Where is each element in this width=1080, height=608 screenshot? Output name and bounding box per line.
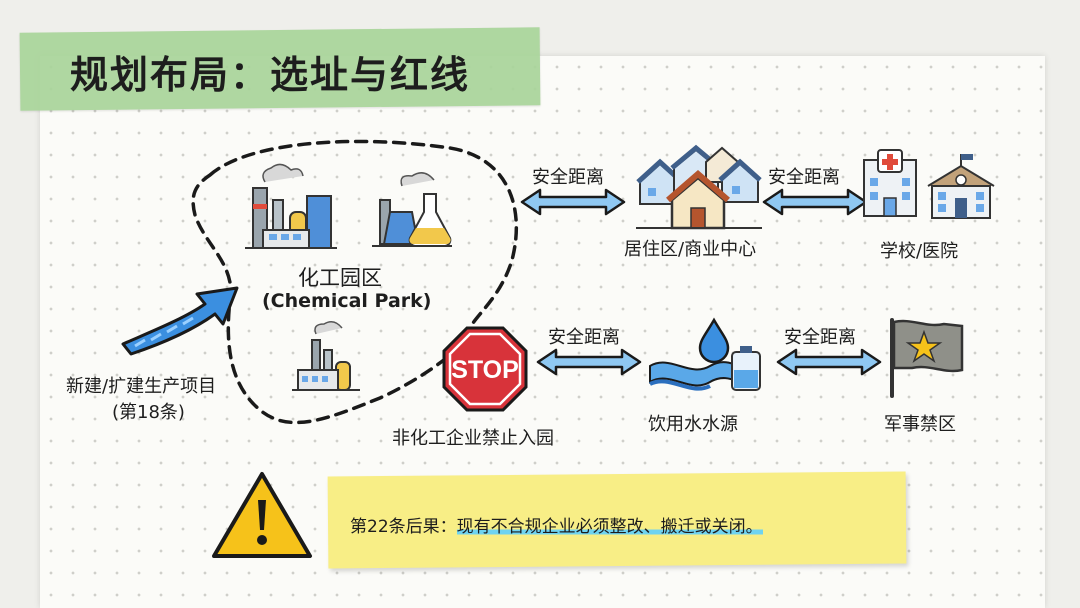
new-project-label: 新建/扩建生产项目 [66,376,217,397]
distance-label-3: 安全距离 [548,327,620,348]
water-icon [649,317,761,391]
distance-arrow-4 [776,348,882,376]
stop-sign-text: STOP [451,356,519,384]
small-factory-icon [292,321,360,391]
residential-label: 居住区/商业中心 [624,239,757,260]
houses-icon [636,144,762,230]
school-hospital-label: 学校/医院 [880,241,959,262]
distance-arrow-2 [762,188,868,216]
distance-arrow-3 [536,348,642,376]
chemical-flask-icon [372,172,452,247]
stop-caption: 非化工企业禁止入园 [392,428,554,449]
chemical-park-label-cn: 化工园区 [298,266,382,290]
paper-background [40,56,1045,608]
consequence-text: 第22条后果：现有不合规企业必须整改、搬迁或关闭。 [350,512,763,537]
stop-sign-icon: STOP [442,326,528,412]
consequence-prefix: 第22条后果： [350,517,457,537]
military-label: 军事禁区 [884,414,956,435]
factory-icon [245,163,337,249]
distance-label-4: 安全距离 [784,327,856,348]
distance-arrow-1 [520,188,626,216]
new-project-arrow-icon [121,286,239,356]
warning-icon [212,472,312,558]
hospital-icon [863,149,917,217]
new-project-article: (第18条) [112,402,185,423]
military-flag-icon [890,318,964,398]
school-icon [927,154,995,219]
distance-label-2: 安全距离 [768,167,840,188]
consequence-highlight: 现有不合规企业必须整改、搬迁或关闭。 [456,517,763,537]
page-title: 规划布局：选址与红线 [70,53,471,97]
water-source-label: 饮用水水源 [648,414,738,435]
distance-label-1: 安全距离 [532,167,604,188]
chemical-park-label-en: (Chemical Park) [262,290,432,312]
